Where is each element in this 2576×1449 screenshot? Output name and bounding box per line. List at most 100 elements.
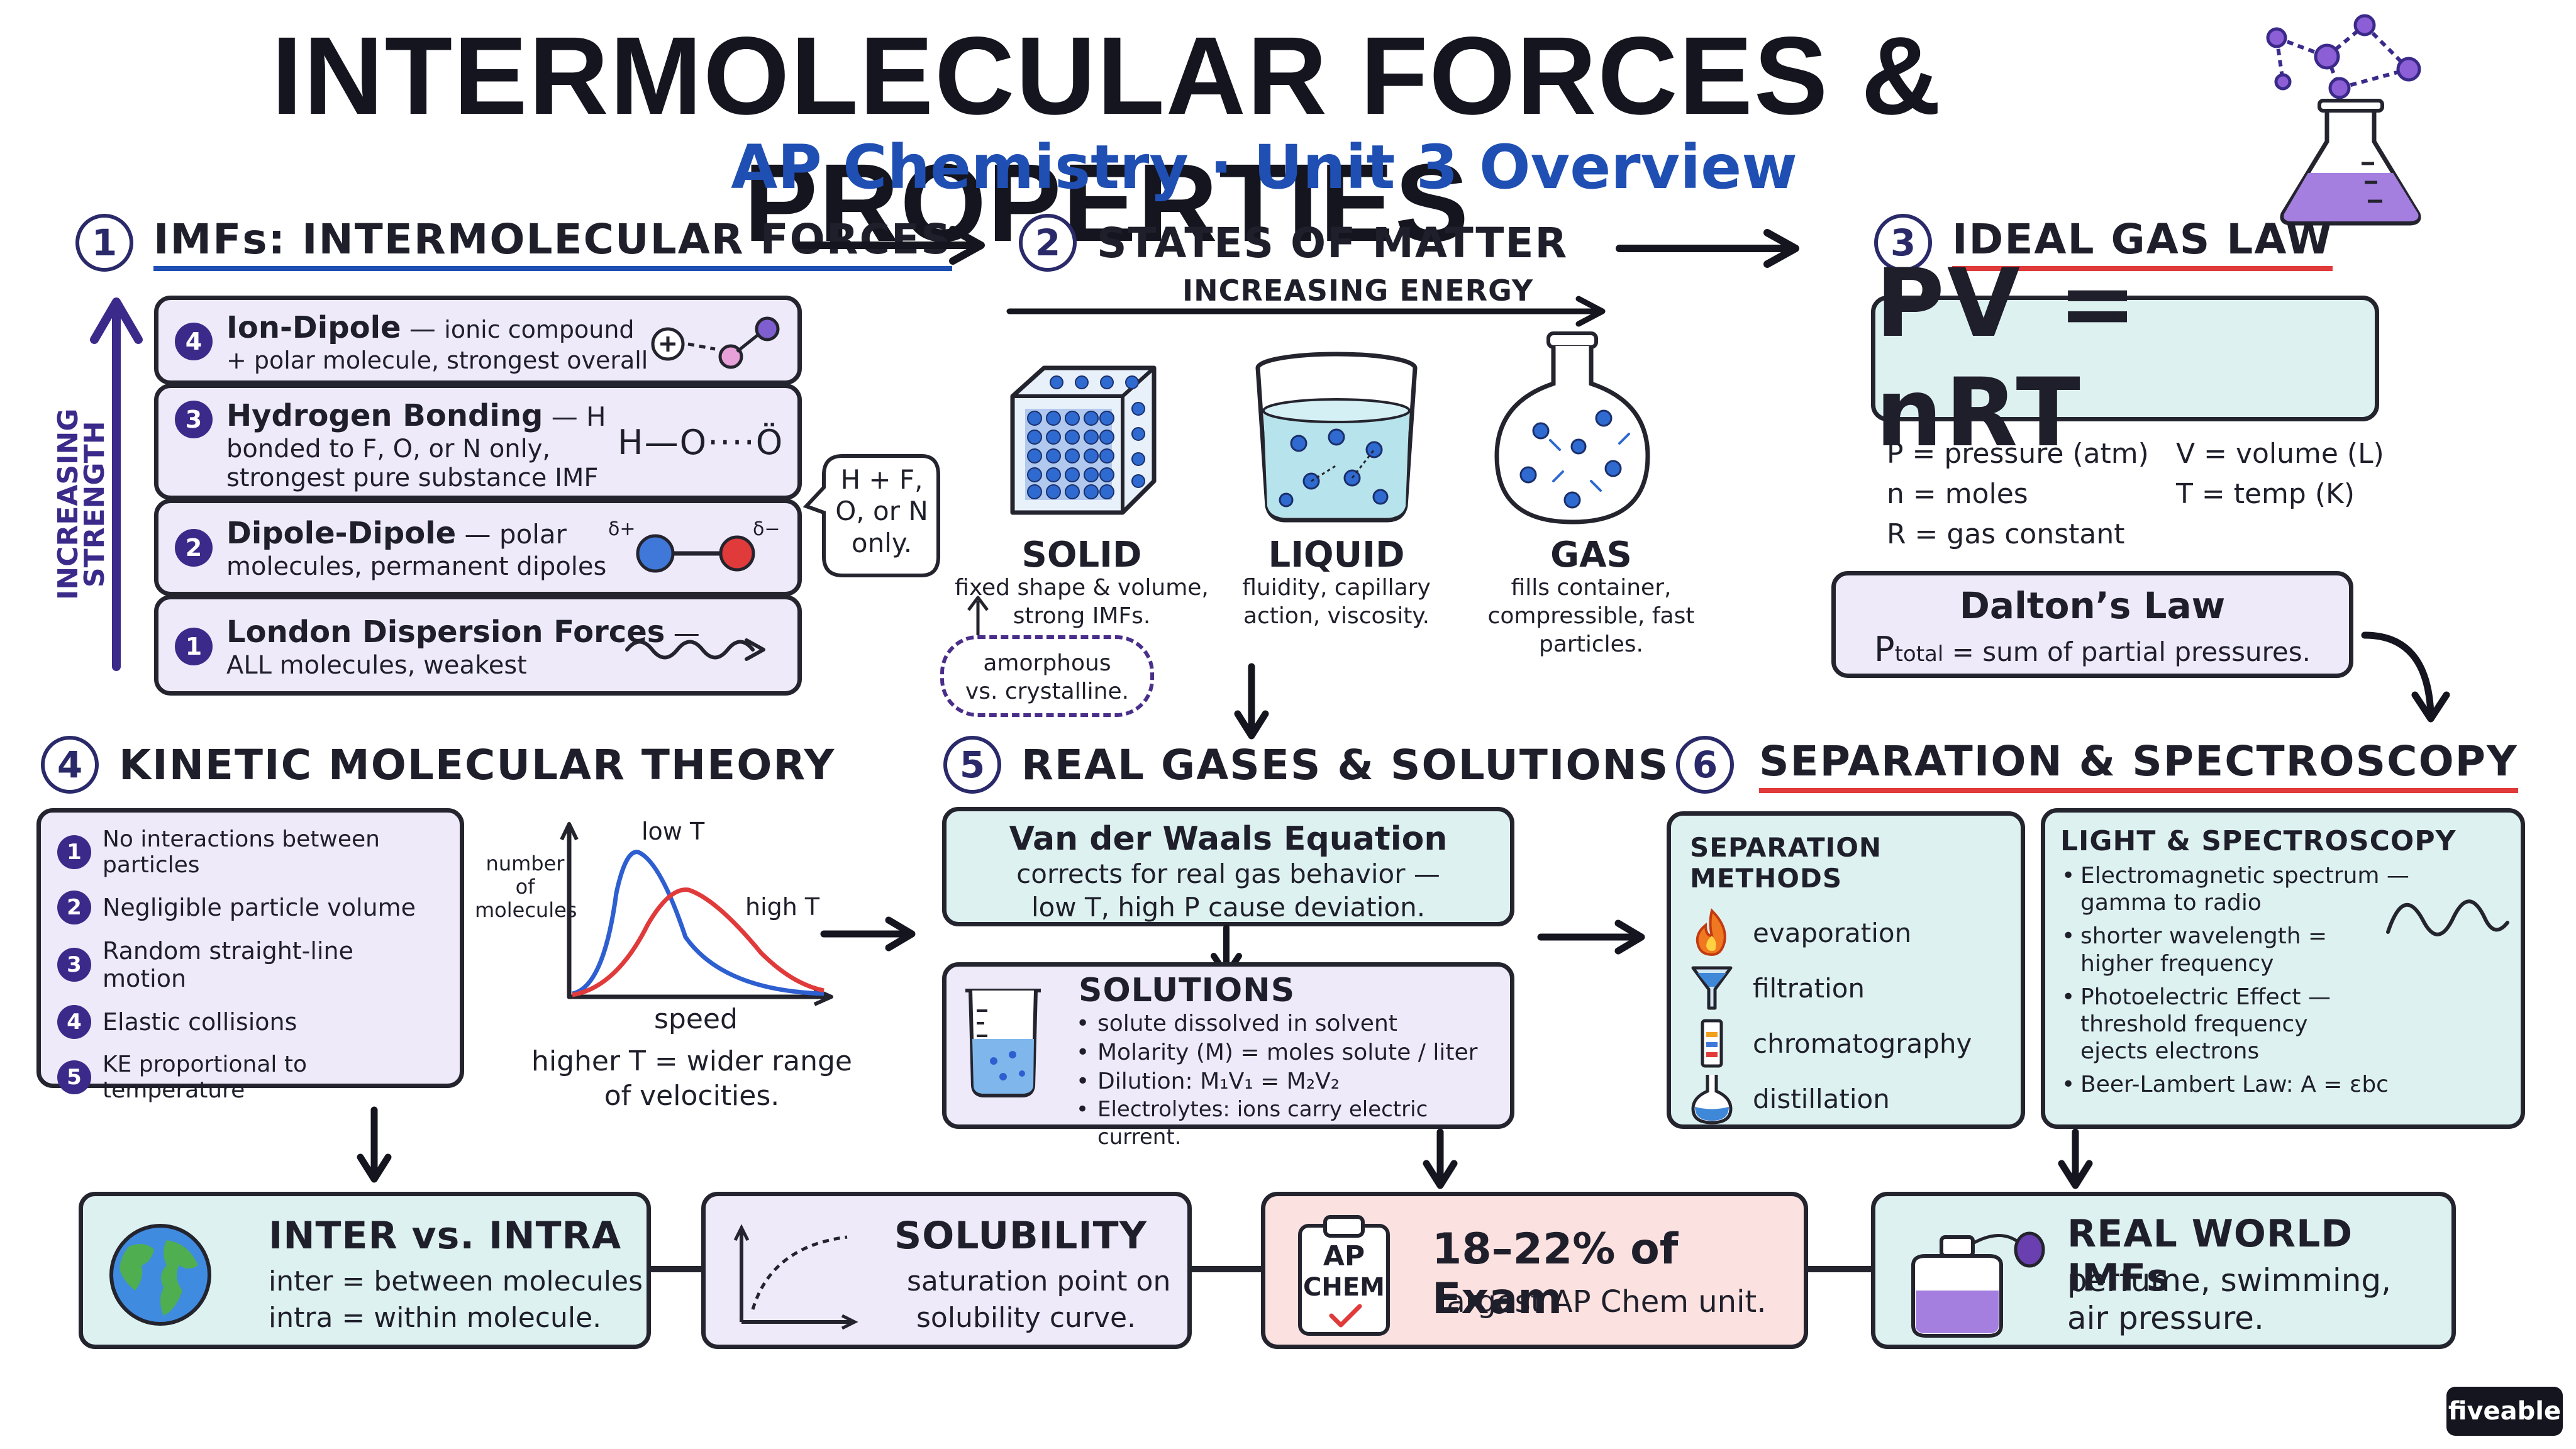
real-world-box: REAL WORLD IMFs perfume, swimming, air p…: [1871, 1192, 2456, 1349]
kmt-item: Elastic collisions: [103, 1008, 297, 1036]
graph-caption: higher T = wider range of velocities.: [528, 1044, 855, 1113]
state-desc-line: fixed shape & volume,: [955, 575, 1209, 601]
state-desc-line: fluidity, capillary: [1242, 575, 1431, 601]
light-item: ejects electrons: [2080, 1038, 2260, 1065]
flame-icon: [1696, 908, 1726, 957]
light-item: Electromagnetic spectrum —: [2080, 863, 2409, 889]
solution-item: Electrolytes: ions carry electric curren…: [1072, 1096, 1513, 1151]
imf-desc: polar: [499, 519, 567, 550]
flow-arrow: [1616, 229, 1799, 268]
imf-hydrogen-bonding: 3 Hydrogen Bonding — H bonded to F, O, o…: [154, 384, 802, 500]
real-world-line: perfume, swimming,: [2067, 1262, 2392, 1299]
inter-intra-title: INTER vs. INTRA: [269, 1214, 622, 1258]
callout-text: H + F, O, or N only.: [825, 464, 938, 559]
section-number: 4: [41, 736, 99, 794]
page-subtitle: AP Chemistry · Unit 3 Overview: [731, 132, 1797, 203]
dipole-molecule-icon: [636, 534, 755, 573]
section-2-heading: 2 STATES OF MATTER: [1019, 214, 1568, 272]
bullet: •: [2062, 1072, 2075, 1098]
state-desc-line: compressible, fast: [1487, 603, 1695, 629]
daltons-law-box: Dalton’s Law Ptotal = sum of partial pre…: [1831, 571, 2353, 678]
kmt-item: No interactions between particles: [103, 826, 380, 878]
state-name: SOLID: [1021, 535, 1142, 575]
kmt-item: KE proportional to temperature: [103, 1052, 307, 1103]
ideal-gas-equation: PV = nRT: [1875, 249, 2140, 468]
solubility-line: saturation point on: [907, 1265, 1171, 1297]
state-desc-line: strong IMFs.: [1013, 603, 1151, 629]
small-up-arrow: [967, 596, 989, 635]
dalton-rest: = sum of partial pressures.: [1943, 636, 2311, 667]
imf-ion-dipole: 4 Ion-Dipole — ionic compound + polar mo…: [154, 296, 802, 385]
ideal-gas-equation-box: PV = nRT: [1871, 249, 2379, 468]
kmt-num: 5: [57, 1060, 91, 1094]
state-desc-line: particles.: [1539, 631, 1643, 657]
imf-desc: ionic compound: [444, 316, 635, 343]
caption-line: of velocities.: [604, 1080, 780, 1112]
state-desc-line: fills container,: [1511, 575, 1672, 601]
imf-rank: 2: [175, 529, 213, 567]
ylabel-line: number: [486, 852, 565, 875]
dalton-p: P: [1874, 630, 1895, 669]
perfume-bottle-icon: [1911, 1231, 2045, 1338]
exam-weight-box: AP CHEM 18–22% of Exam largest AP Chem u…: [1261, 1192, 1808, 1349]
delta-minus: δ−: [753, 518, 780, 540]
sine-wave-icon: [2386, 899, 2509, 936]
variable-def: P = pressure (atm): [1887, 438, 2149, 470]
flow-arrow: [795, 226, 985, 265]
imf-london-dispersion: 1 London Dispersion Forces — ALL molecul…: [154, 595, 802, 696]
caption-line: higher T = wider range: [531, 1045, 853, 1077]
light-item: Photoelectric Effect —: [2080, 984, 2331, 1010]
imf-dipole-dipole: 2 Dipole-Dipole — polar molecules, perma…: [154, 499, 802, 596]
h-bond-formula: H—O····Ö: [618, 423, 784, 462]
section-title: SEPARATION & SPECTROSCOPY: [1759, 737, 2518, 793]
low-t-label: low T: [641, 818, 705, 845]
variable-def: n = moles: [1887, 477, 2028, 510]
increasing-strength-arrow: [90, 297, 143, 671]
exam-weight-desc: largest AP Chem unit.: [1438, 1284, 1767, 1319]
energy-arrow: [1006, 296, 1606, 327]
section-1-heading: 1 IMFs: INTERMOLECULAR FORCES: [75, 214, 952, 272]
light-item: Beer-Lambert Law: A = εbc: [2080, 1072, 2389, 1098]
separation-methods-box: SEPARATION METHODS evaporation filtratio…: [1667, 811, 2025, 1129]
real-world-title: REAL WORLD IMFs: [2067, 1212, 2353, 1300]
flow-arrow: [820, 916, 916, 952]
axis-label: INCREASING STRENGTH: [52, 408, 111, 601]
callout-line: O, or N: [835, 496, 928, 527]
inter-intra-box: INTER vs. INTRA inter = between molecule…: [79, 1192, 651, 1349]
imf-rank: 4: [175, 323, 213, 360]
bullet: •: [2062, 923, 2075, 950]
imf-desc: H: [586, 401, 606, 432]
dash: —: [543, 401, 587, 432]
kmt-item: Random straight-line motion: [103, 937, 353, 992]
badge-ap: AP: [1323, 1240, 1365, 1272]
ylabel-line: molecules: [475, 897, 577, 922]
kmt-num: 3: [57, 948, 91, 982]
kmt-num: 1: [57, 835, 91, 869]
solutions-box: SOLUTIONS solute dissolved in solvent Mo…: [942, 962, 1514, 1150]
separation-item: distillation: [1753, 1083, 1890, 1114]
imf-desc: ALL molecules, weakest: [226, 651, 527, 680]
flow-arrow: [1234, 663, 1269, 740]
imf-desc: + polar molecule, strongest overall: [226, 347, 648, 374]
solution-item: solute dissolved in solvent: [1072, 1009, 1513, 1038]
section-title: REAL GASES & SOLUTIONS: [1021, 740, 1670, 789]
imf-name: Dipole-Dipole: [226, 516, 457, 551]
section-number: 3: [1874, 214, 1932, 272]
section-6-heading: 6 SEPARATION & SPECTROSCOPY: [1676, 736, 2518, 794]
section-number: 6: [1676, 736, 1734, 794]
daltons-law-formula: Ptotal = sum of partial pressures.: [1836, 630, 2349, 669]
note-line: vs. crystalline.: [965, 679, 1130, 704]
ideal-gas-variables: P = pressure (atm)V = volume (L) n = mol…: [1887, 434, 2390, 554]
real-world-line: air pressure.: [2067, 1300, 2264, 1336]
graph-xlabel: speed: [654, 1003, 738, 1035]
curved-arrow: [2361, 631, 2450, 723]
light-title: LIGHT & SPECTROSCOPY: [2060, 825, 2457, 857]
light-item: gamma to radio: [2080, 890, 2262, 916]
van-der-waals-box: Van der Waals Equation corrects for real…: [942, 807, 1514, 926]
daltons-law-title: Dalton’s Law: [1959, 584, 2226, 627]
imf-desc: strongest pure substance IMF: [226, 464, 599, 492]
variable-def: T = temp (K): [2176, 477, 2355, 510]
separation-title: SEPARATION METHODS: [1690, 832, 1882, 894]
section-title: IMFs: INTERMOLECULAR FORCES: [153, 215, 952, 271]
section-number: 2: [1019, 214, 1077, 272]
